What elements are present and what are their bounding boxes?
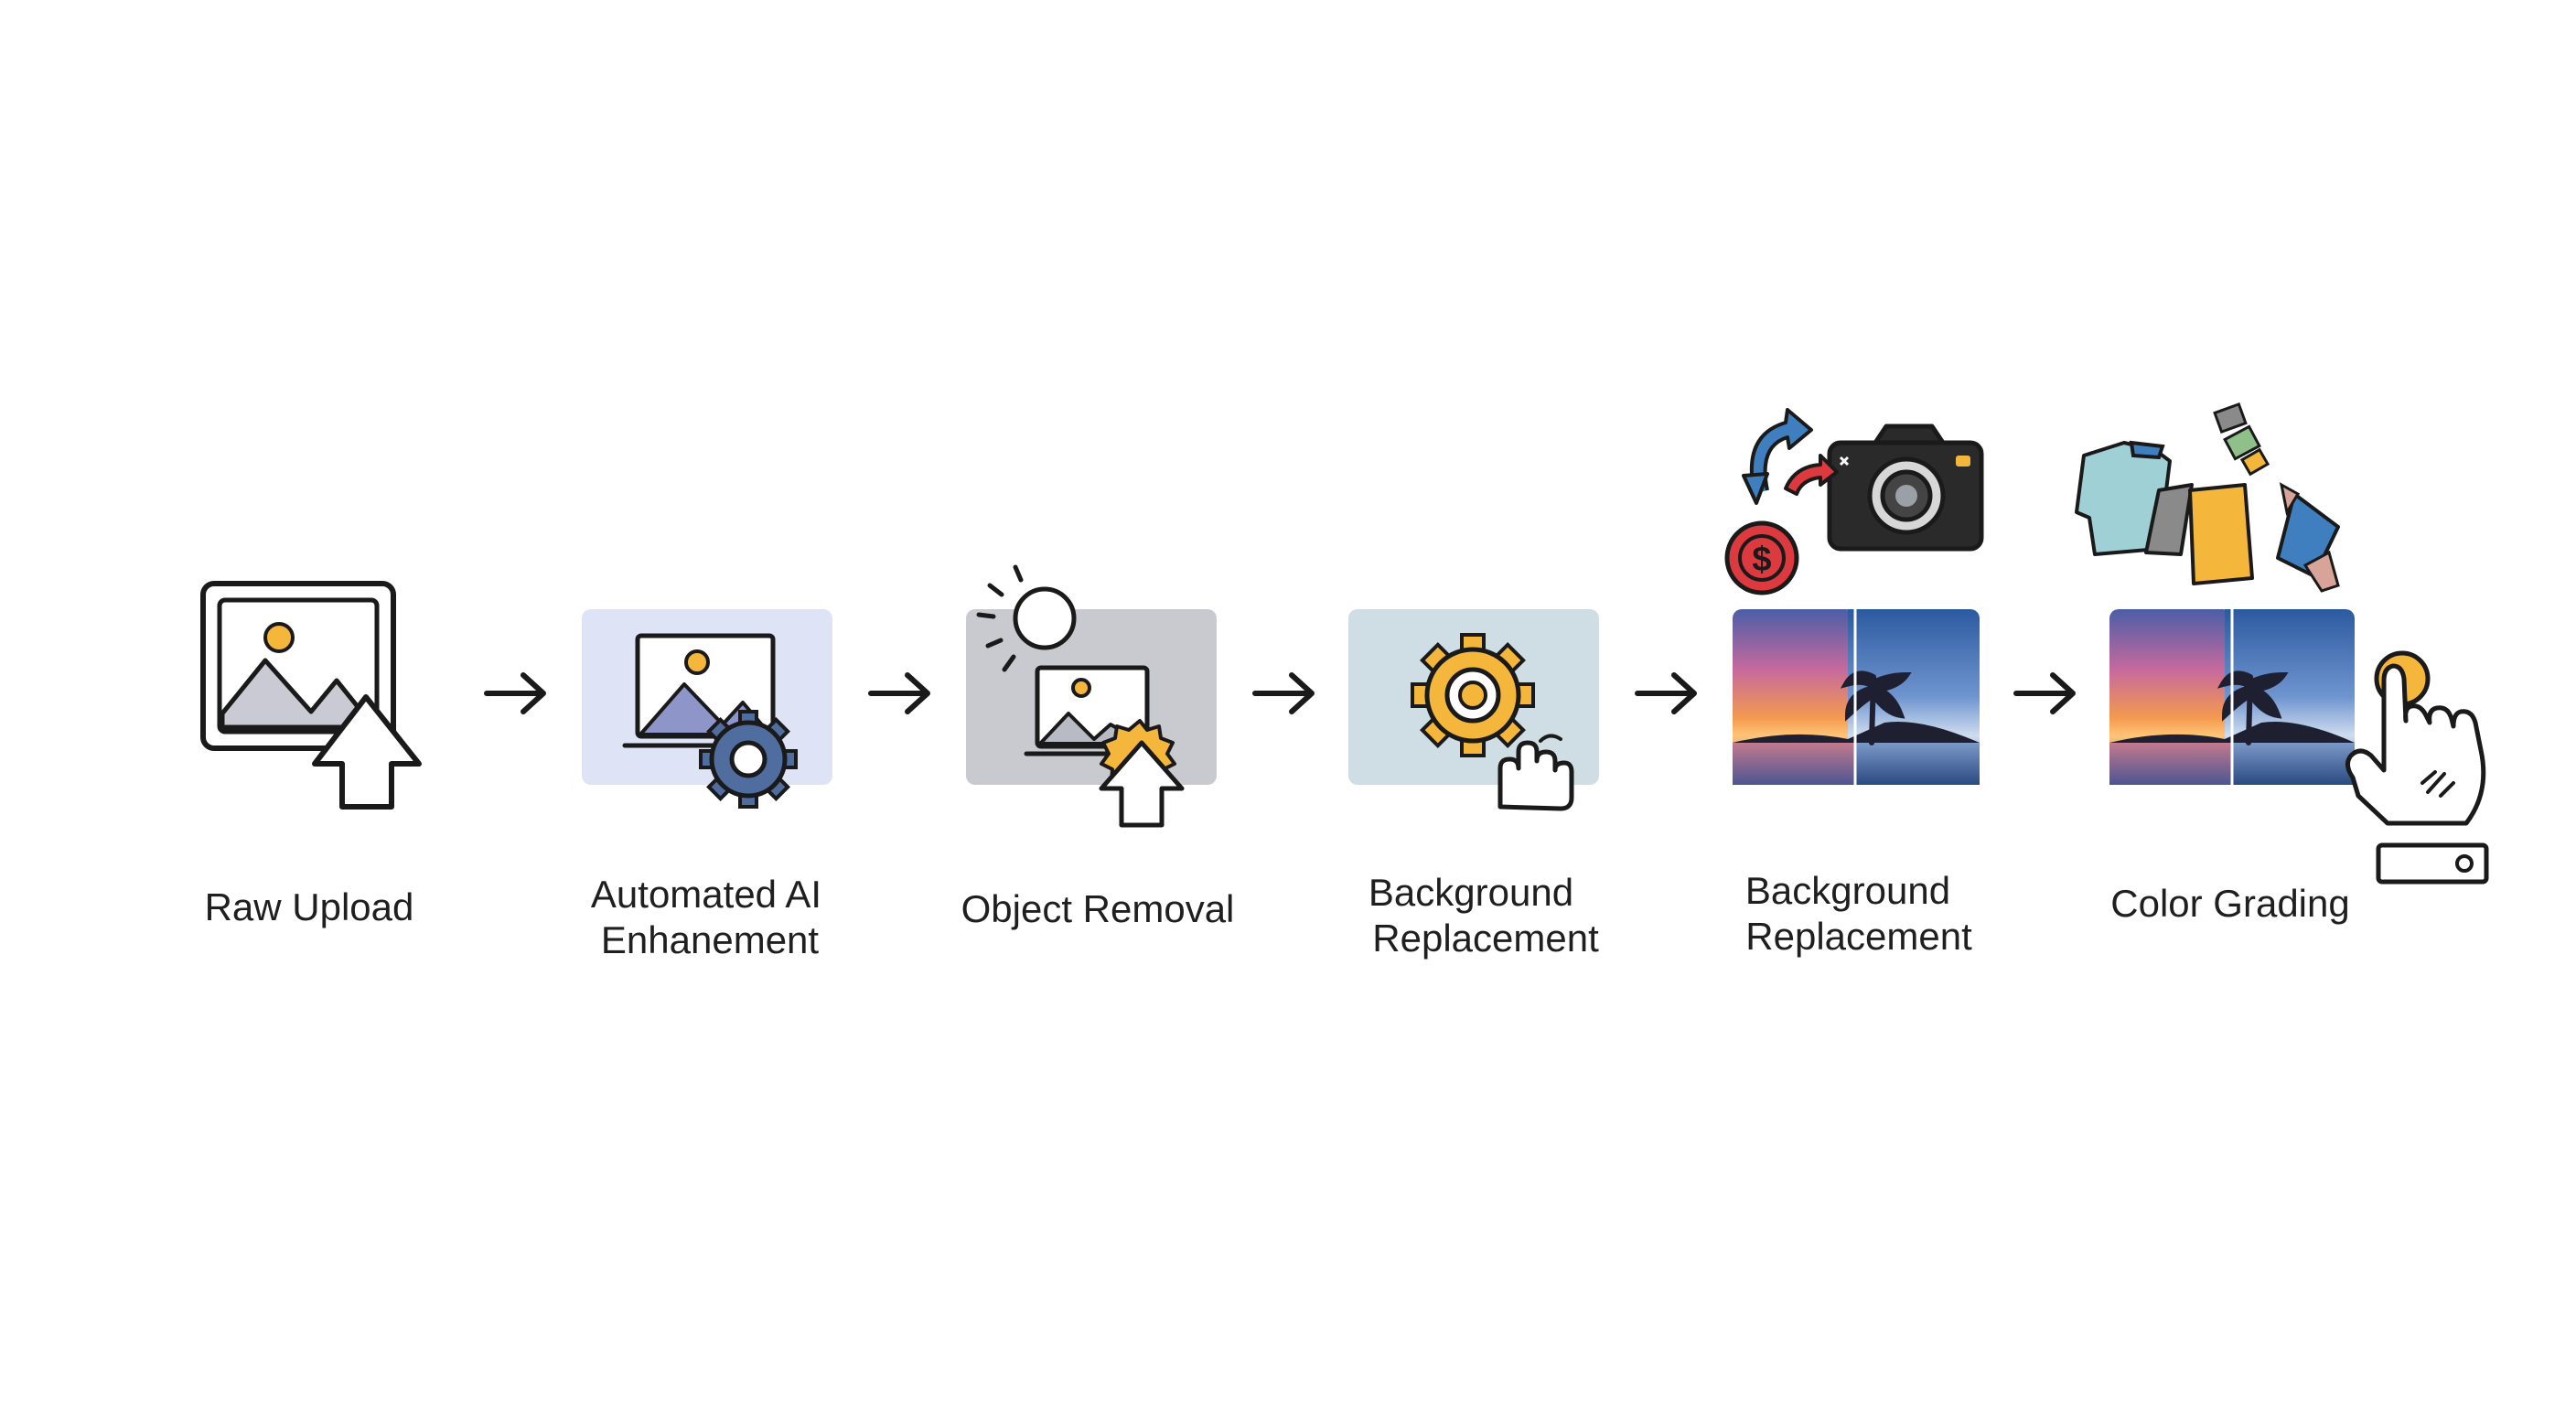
sun-icon [976, 564, 1077, 672]
swap-arrows-icon [1742, 408, 1839, 505]
sunset-split-image [1733, 609, 1980, 785]
step-object-removal [966, 564, 1217, 828]
hand-tap-icon [2345, 650, 2489, 885]
step-label-color-grading: Color Grading [2110, 882, 2349, 925]
step-raw-upload [200, 581, 422, 810]
sunset-split-image [2109, 609, 2355, 785]
gear-hand-icon [1411, 633, 1574, 811]
arrow-right-icon [871, 675, 928, 712]
image-erase-icon [1024, 665, 1185, 828]
step-label-background-replacement-1-line2: Replacement [1372, 917, 1599, 960]
step-background-replacement-2: $ [1724, 408, 1984, 785]
step-background-replacement-1 [1348, 609, 1599, 811]
step-label-raw-upload: Raw Upload [205, 885, 414, 928]
step-color-grading [2075, 402, 2489, 885]
step-label-object-removal: Object Removal [961, 887, 1235, 930]
clothing-swatches-icon [2075, 402, 2340, 593]
svg-text:$: $ [1752, 541, 1771, 579]
coin-icon: $ [1724, 520, 1799, 595]
arrow-right-icon [487, 675, 543, 712]
step-label-automated-ai: Automated AI [591, 873, 821, 916]
step-label-background-replacement-1: Background [1368, 871, 1573, 914]
arrow-right-icon [2016, 675, 2073, 712]
arrow-right-icon [1637, 675, 1694, 712]
step-automated-ai [582, 609, 832, 809]
image-gear-icon [622, 633, 798, 809]
step-label-background-replacement-2-line2: Replacement [1745, 915, 1972, 958]
arrow-right-icon [1255, 675, 1312, 712]
camera-icon [1827, 424, 1984, 552]
image-upload-icon [200, 581, 422, 810]
step-label-background-replacement-2: Background [1745, 869, 1950, 912]
step-label-automated-ai-line2: Enhanement [601, 918, 820, 961]
